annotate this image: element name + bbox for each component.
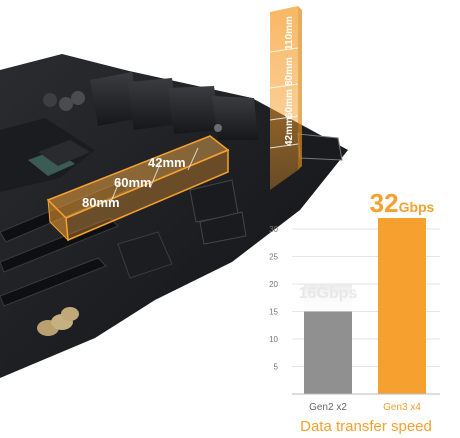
capacitor [71, 91, 85, 105]
y-tick-label: 30 [269, 225, 278, 234]
chipset-heatsink [117, 231, 173, 279]
vertical-m2-edge [298, 6, 302, 170]
vertical-label-42mm: 42mm [284, 117, 295, 146]
capacitor [59, 97, 73, 111]
speed-bar-chart: 5 10 15 20 25 30 16Gbps Gen2 x2 Gen3 x4 32Gbps… [269, 188, 440, 435]
pin-header [297, 133, 343, 161]
m2-side-face [47, 198, 69, 242]
vertical-m2-guide: 110mm 80mm 60mm 42mm [269, 6, 302, 190]
pcie-slot-3 [0, 257, 107, 307]
chart-y-axis: 5 10 15 20 25 30 [269, 225, 278, 372]
motherboard [0, 54, 348, 378]
y-tick-label: 5 [274, 363, 279, 372]
highlight-number: 32 [370, 188, 399, 218]
bar-gen2-x2 [304, 311, 352, 394]
vertical-m2-overlay [270, 6, 298, 190]
vertical-label-110mm: 110mm [284, 16, 295, 50]
vrm-heatsink-3 [168, 86, 220, 134]
ghost-bar [304, 284, 352, 312]
horizontal-m2-guide: 42mm 60mm 80mm [46, 135, 230, 242]
chart-bars [304, 218, 426, 394]
x-category-label: Gen3 x4 [383, 402, 421, 413]
highlight-value: 32Gbps [370, 188, 435, 218]
y-tick-label: 25 [269, 253, 278, 262]
y-tick-label: 15 [269, 308, 278, 317]
board-pcb [0, 54, 348, 378]
y-tick-label: 20 [269, 280, 278, 289]
vertical-label-60mm: 60mm [284, 89, 295, 118]
capacitor [43, 93, 57, 107]
horizontal-label-60mm: 60mm [114, 175, 152, 190]
vrm-heatsink-2 [128, 78, 178, 130]
sata-ports [199, 211, 247, 245]
vertical-label-80mm: 80mm [284, 57, 295, 86]
x-category-label: Gen2 x2 [309, 402, 347, 413]
audio-capacitor [61, 307, 79, 321]
vrm-heatsink-1 [90, 72, 140, 126]
socket-bracket [38, 140, 90, 166]
chart-x-axis: Gen2 x2 Gen3 x4 [309, 402, 421, 413]
vrm-heatsink-4 [212, 96, 258, 140]
standoff [214, 124, 222, 132]
ghost-bar-label: 16Gbps [299, 285, 358, 302]
horizontal-label-80mm: 80mm [82, 195, 120, 210]
horizontal-label-42mm: 42mm [148, 155, 186, 170]
highlight-unit: Gbps [399, 199, 435, 215]
y-tick-label: 10 [269, 335, 278, 344]
bar-gen3-x4 [378, 218, 426, 394]
chart-x-axis-title: Data transfer speed [300, 418, 432, 435]
